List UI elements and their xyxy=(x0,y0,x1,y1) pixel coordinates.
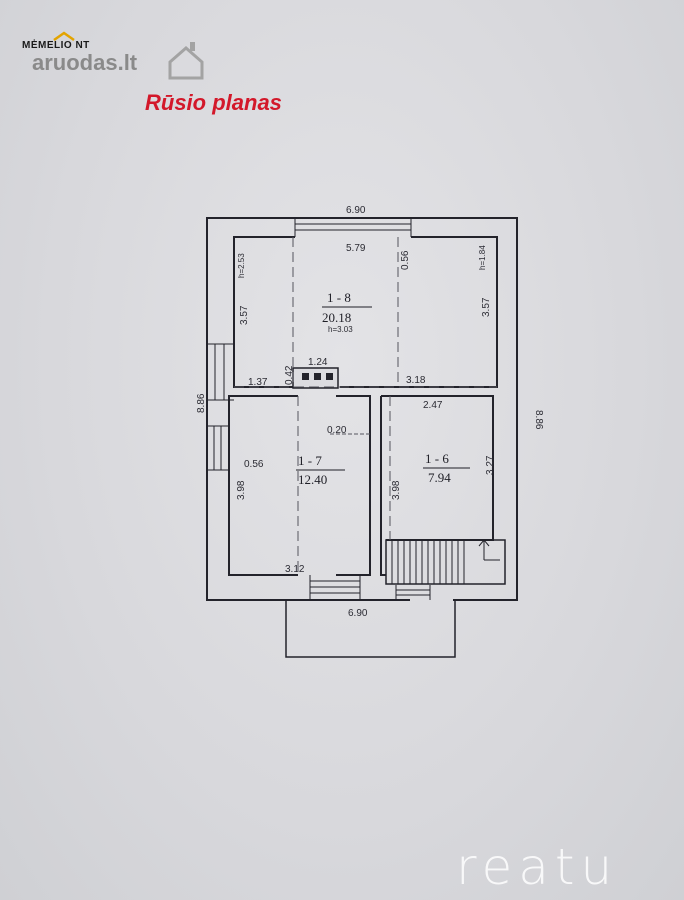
plan-title: Rūsio planas xyxy=(145,90,282,115)
window-left xyxy=(207,343,234,471)
dim-room8-width: 5.79 xyxy=(346,243,366,254)
dim-top-overall: 6.90 xyxy=(346,205,366,216)
dim-room8-h-left: h=2.53 xyxy=(237,253,246,278)
room-8-area: 20.18 xyxy=(322,310,351,325)
house-icon xyxy=(53,31,204,80)
dim-chimney-offset: 0.42 xyxy=(284,365,295,385)
room-8-height: h=3.03 xyxy=(328,325,353,334)
door-bottom xyxy=(309,575,431,600)
room-7-area: 12.40 xyxy=(298,472,327,487)
dim-room6-width: 2.47 xyxy=(423,400,443,411)
dim-mid-segment: 3.18 xyxy=(406,375,426,386)
dim-room8-h-right: h=1.84 xyxy=(478,245,487,270)
dim-room7-stair-height: 3.98 xyxy=(391,480,402,500)
dim-room6-height: 3.27 xyxy=(485,455,496,475)
dim-room8-right-height: 3.57 xyxy=(481,297,492,317)
dim-room8-left-height: 3.57 xyxy=(239,305,250,325)
watermark: reatu xyxy=(456,838,619,896)
dim-left-segment: 1.37 xyxy=(248,377,268,388)
window-top xyxy=(294,218,412,237)
room-7-number: 1 - 7 xyxy=(298,453,322,468)
dim-left-overall: 8.86 xyxy=(196,393,207,413)
room-6-number: 1 - 6 xyxy=(425,451,449,466)
logo-top-text: MĖMELIO NT xyxy=(22,40,90,51)
dim-room7-width: 3.12 xyxy=(285,564,305,575)
dim-room7-partition: 0.56 xyxy=(244,459,264,470)
room-8-number: 1 - 8 xyxy=(327,290,351,305)
staircase xyxy=(385,539,506,585)
logo-main-text: aruodas.lt xyxy=(32,50,138,75)
dim-bottom-overall: 6.90 xyxy=(348,608,368,619)
dim-room8-partition: 0.56 xyxy=(400,250,411,270)
outer-walls xyxy=(206,217,518,601)
room-6-area: 7.94 xyxy=(428,470,451,485)
chimney xyxy=(292,367,339,389)
dim-room7-height: 3.98 xyxy=(236,480,247,500)
porch xyxy=(285,600,456,658)
dim-chimney-width: 1.24 xyxy=(308,357,328,368)
dim-right-overall: 8.86 xyxy=(533,410,544,430)
dashed-axes xyxy=(234,237,497,575)
inner-walls xyxy=(228,236,498,576)
dim-room7-wall: 0.20 xyxy=(327,425,347,436)
